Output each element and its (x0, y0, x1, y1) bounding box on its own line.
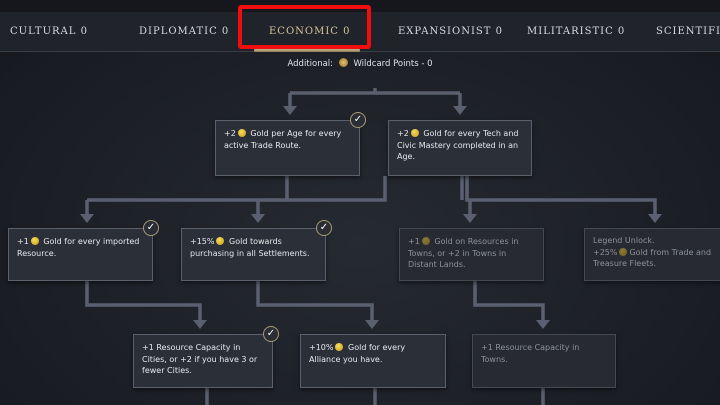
arrow-icon (283, 106, 297, 115)
gold-icon (30, 237, 39, 245)
card-text: Gold from Trade and Treasure Fleets. (593, 247, 712, 269)
card-title: Legend Unlock. (593, 236, 655, 245)
card-text: Gold per Age for every active Trade Rout… (224, 129, 342, 150)
checkmark-icon: ✓ (263, 326, 279, 342)
gold-icon (410, 129, 419, 137)
bonus-value: +10% (309, 343, 334, 352)
arrow-icon (463, 214, 477, 223)
legacy-card-purchasing[interactable]: +15% Gold towards purchasing in all Sett… (181, 220, 332, 281)
gold-icon (619, 247, 628, 256)
wildcard-points: Wildcard Points - 0 (353, 59, 433, 69)
arrow-icon (193, 320, 207, 329)
legacy-card-imported-resource[interactable]: +1 Gold for every imported Resource. ✓ (8, 220, 159, 281)
gold-icon (216, 237, 225, 245)
card-text: Gold for every imported Resource. (17, 237, 140, 258)
bonus-value: +1 (408, 237, 420, 246)
arrow-icon (536, 320, 550, 329)
card-text: Gold for every Alliance you have. (309, 343, 406, 364)
legacy-card-town-resources[interactable]: +1 Gold on Resources in Towns, or +2 in … (399, 228, 544, 281)
arrow-icon (453, 106, 467, 115)
bonus-value: +2 (224, 129, 236, 138)
tab-expansionist[interactable]: EXPANSIONIST 0 (398, 26, 503, 37)
checkmark-icon: ✓ (350, 112, 366, 128)
tab-militaristic[interactable]: MILITARISTIC 0 (527, 26, 626, 37)
arrow-icon (251, 214, 265, 223)
card-text: Gold for every Tech and Civic Mastery co… (397, 129, 519, 161)
legacy-card-legend-fleets[interactable]: Legend Unlock. +25%Gold from Trade and T… (584, 228, 720, 281)
card-text: Gold towards purchasing in all Settlemen… (190, 237, 310, 258)
bonus-value: +15% (190, 237, 215, 246)
bonus-value: +1 (17, 237, 29, 246)
tab-cultural[interactable]: CULTURAL 0 (10, 26, 88, 37)
card-text: +1 Resource Capacity in Cities, or +2 if… (142, 343, 258, 375)
arrow-icon (80, 214, 94, 223)
card-text: Gold on Resources in Towns, or +2 in Tow… (408, 237, 519, 269)
highlight-box (238, 5, 371, 49)
checkmark-icon: ✓ (316, 220, 332, 236)
legacy-card-mastery[interactable]: +2 Gold for every Tech and Civic Mastery… (388, 120, 532, 176)
arrow-icon (365, 320, 379, 329)
legacy-card-town-capacity[interactable]: +1 Resource Capacity in Towns. (472, 334, 616, 388)
card-text: +1 Resource Capacity in Towns. (481, 343, 580, 364)
gold-icon (421, 237, 430, 245)
bonus-value: +2 (397, 129, 409, 138)
additional-points: Additional: Wildcard Points - 0 (0, 58, 720, 69)
tab-economic[interactable]: ECONOMIC 0 (269, 26, 351, 37)
tab-scientific[interactable]: SCIENTIFIC (656, 26, 720, 37)
checkmark-icon: ✓ (143, 220, 159, 236)
gold-icon (335, 343, 344, 351)
arrow-icon (648, 214, 662, 223)
legacy-card-alliance[interactable]: +10% Gold for every Alliance you have. (300, 334, 446, 388)
legacy-card-trade-route[interactable]: +2 Gold per Age for every active Trade R… (215, 112, 366, 176)
gold-icon (237, 129, 246, 137)
active-tab-underline (254, 49, 360, 52)
legacy-card-city-capacity[interactable]: +1 Resource Capacity in Cities, or +2 if… (133, 326, 279, 388)
bonus-value: +25% (593, 247, 618, 257)
wildcard-icon (338, 58, 348, 67)
tab-diplomatic[interactable]: DIPLOMATIC 0 (139, 26, 230, 37)
additional-label: Additional: (287, 59, 334, 69)
